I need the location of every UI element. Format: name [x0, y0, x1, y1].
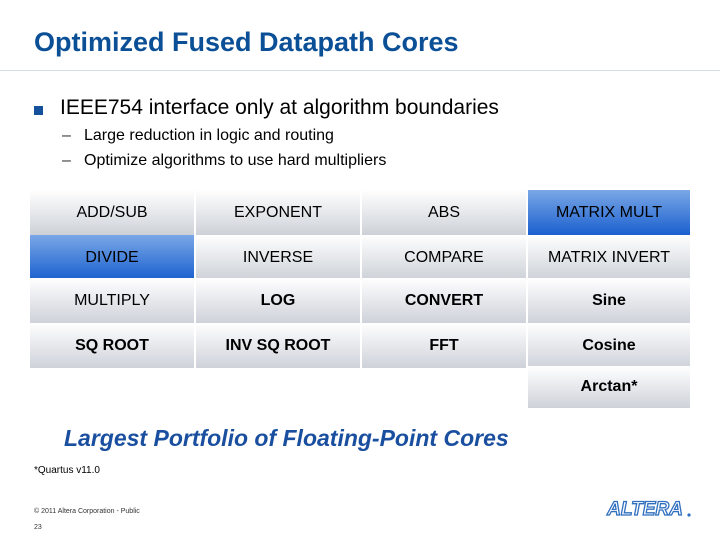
core-sq-root: SQ ROOT: [30, 323, 194, 368]
core-matrix-mult: MATRIX MULT: [528, 190, 690, 235]
sub-bullet-2: –Optimize algorithms to use hard multipl…: [62, 152, 386, 170]
page-number: 23: [34, 524, 42, 531]
core-inverse: INVERSE: [196, 235, 360, 280]
altera-logo: ALTERA: [606, 498, 691, 520]
main-bullet-text: IEEE754 interface only at algorithm boun…: [60, 96, 499, 119]
core-multiply: MULTIPLY: [30, 278, 194, 323]
dash-bullet-icon: –: [62, 152, 71, 169]
sub-bullet-text: Optimize algorithms to use hard multipli…: [84, 152, 387, 169]
core-cosine: Cosine: [528, 323, 690, 368]
core-inv-sq-root: INV SQ ROOT: [196, 323, 360, 368]
core-add-sub: ADD/SUB: [30, 190, 194, 235]
core-exponent: EXPONENT: [196, 190, 360, 235]
title-divider: [0, 70, 720, 71]
copyright: © 2011 Altera Corporation - Public: [34, 508, 140, 515]
core-matrix-invert: MATRIX INVERT: [528, 235, 690, 280]
footnote: *Quartus v11.0: [34, 465, 100, 476]
core-fft: FFT: [362, 323, 526, 368]
sub-bullet-text: Large reduction in logic and routing: [84, 127, 334, 144]
registered-mark-icon: [687, 513, 691, 517]
slide-title: Optimized Fused Datapath Cores: [34, 27, 459, 57]
core-abs: ABS: [362, 190, 526, 235]
core-convert: CONVERT: [362, 278, 526, 323]
logo-text: ALTERA: [606, 499, 683, 520]
dash-bullet-icon: –: [62, 127, 71, 144]
sub-bullet-1: –Large reduction in logic and routing: [62, 127, 334, 145]
core-divide: DIVIDE: [30, 235, 194, 280]
core-sine: Sine: [528, 278, 690, 323]
core-compare: COMPARE: [362, 235, 526, 280]
core-log: LOG: [196, 278, 360, 323]
core-arctan: Arctan*: [528, 366, 690, 408]
tagline: Largest Portfolio of Floating-Point Core…: [64, 425, 509, 451]
square-bullet-icon: [34, 106, 43, 115]
